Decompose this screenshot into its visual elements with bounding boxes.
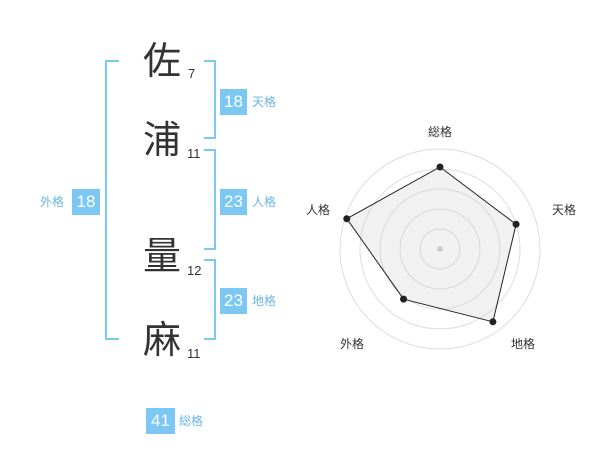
gaikaku-label: 外格 bbox=[40, 195, 65, 209]
soukaku-value-badge: 41 bbox=[146, 408, 175, 434]
radar-point bbox=[400, 295, 408, 303]
radar-center-dot bbox=[437, 246, 443, 252]
name-char-3: 量 bbox=[143, 234, 182, 278]
radar-point bbox=[512, 220, 520, 228]
name-char-2: 浦 bbox=[143, 118, 182, 162]
name-char-1: 佐 bbox=[143, 39, 182, 83]
chikaku-label: 地格 bbox=[252, 294, 277, 308]
chikaku-value-badge: 23 bbox=[220, 288, 247, 314]
jinkaku-bracket bbox=[204, 149, 216, 250]
gaikaku-bracket bbox=[105, 60, 119, 340]
chikaku-bracket bbox=[204, 259, 216, 340]
radar-point bbox=[436, 163, 444, 171]
radar-ring bbox=[399, 208, 481, 290]
jinkaku-label: 人格 bbox=[252, 195, 277, 209]
radar-point bbox=[343, 215, 351, 223]
radar-axis-label-jinkaku: 人格 bbox=[306, 203, 331, 217]
stroke-count-2: 11 bbox=[187, 146, 201, 161]
radar-axis-label-chikaku: 地格 bbox=[511, 337, 536, 351]
stroke-count-4: 11 bbox=[187, 346, 201, 361]
tenkaku-bracket bbox=[204, 60, 216, 139]
tenkaku-label: 天格 bbox=[252, 95, 277, 109]
radar-point bbox=[489, 318, 497, 326]
radar-ring bbox=[419, 228, 461, 270]
gaikaku-value-badge: 18 bbox=[72, 189, 100, 215]
radar-axis-label-gaikaku: 外格 bbox=[340, 337, 365, 351]
jinkaku-value-badge: 23 bbox=[220, 189, 247, 215]
radar-axis-label-tenkaku: 天格 bbox=[552, 203, 577, 217]
radar-polygon bbox=[346, 166, 517, 323]
soukaku-label: 総格 bbox=[179, 414, 204, 428]
tenkaku-value-badge: 18 bbox=[220, 89, 247, 115]
radar-ring bbox=[379, 188, 501, 310]
stroke-count-3: 12 bbox=[187, 263, 202, 278]
stroke-count-1: 7 bbox=[188, 66, 196, 81]
radar-axis-label-soukaku: 総格 bbox=[428, 125, 453, 139]
name-char-4: 麻 bbox=[143, 318, 182, 362]
radar-points bbox=[343, 163, 520, 326]
